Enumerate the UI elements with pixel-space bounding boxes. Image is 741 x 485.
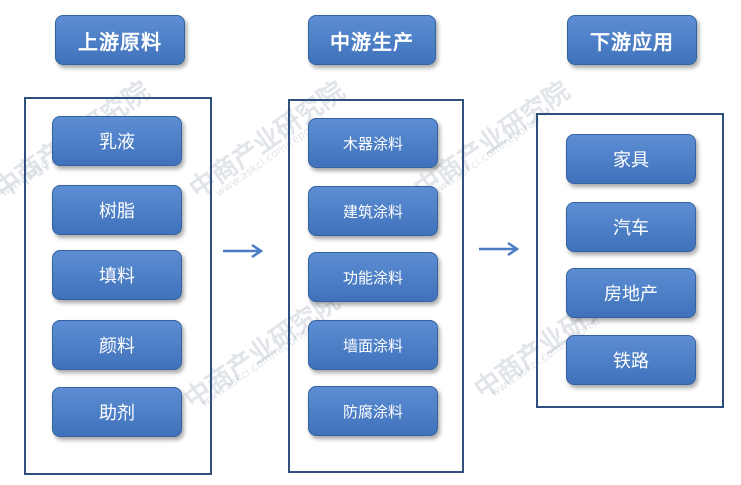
downstream-frame bbox=[536, 113, 724, 408]
upstream-item: 树脂 bbox=[52, 185, 182, 235]
downstream-item: 汽车 bbox=[566, 202, 696, 252]
midstream-item: 墙面涂料 bbox=[308, 320, 438, 370]
arrow-right-icon bbox=[223, 243, 264, 259]
midstream-item: 建筑涂料 bbox=[308, 186, 438, 236]
upstream-frame bbox=[24, 97, 212, 475]
upstream-item: 乳液 bbox=[52, 116, 182, 166]
midstream-item: 防腐涂料 bbox=[308, 386, 438, 436]
upstream-item: 颜料 bbox=[52, 320, 182, 370]
upstream-item: 助剂 bbox=[52, 387, 182, 437]
midstream-header: 中游生产 bbox=[308, 15, 436, 65]
midstream-frame bbox=[288, 99, 464, 473]
downstream-item: 家具 bbox=[566, 134, 696, 184]
downstream-item: 铁路 bbox=[566, 335, 696, 385]
upstream-item: 填料 bbox=[52, 250, 182, 300]
midstream-item: 功能涂料 bbox=[308, 252, 438, 302]
midstream-item: 木器涂料 bbox=[308, 118, 438, 168]
arrow-right-icon bbox=[479, 241, 520, 257]
downstream-item: 房地产 bbox=[566, 268, 696, 318]
downstream-header: 下游应用 bbox=[567, 15, 697, 65]
upstream-header: 上游原料 bbox=[55, 15, 185, 65]
